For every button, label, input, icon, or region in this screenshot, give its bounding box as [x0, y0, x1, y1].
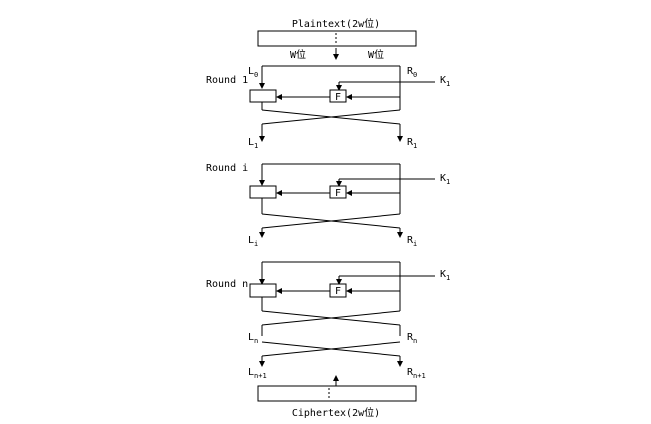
round-n-r-out: Rn [407, 332, 417, 345]
round-1-label: Round 1 [206, 75, 248, 86]
ciphertext-label: Ciphertex(2w位) [292, 406, 380, 419]
round-i-r-out: Ri [407, 235, 417, 248]
round-1-key: K1 [440, 75, 450, 88]
round-n-label: Round n [206, 279, 248, 290]
round-1-xor-box [249, 89, 277, 103]
round-1-cross-b [261, 109, 401, 125]
round-n-key: K1 [440, 269, 450, 282]
plaintext-block [257, 30, 417, 47]
round-i-f-label: F [335, 188, 341, 199]
round-i-xor-box [249, 185, 277, 199]
w-right-label: W位 [368, 48, 384, 61]
plaintext-label: Plaintext(2w位) [292, 17, 380, 30]
ciphertext-block [257, 385, 417, 402]
round-n-f-label: F [335, 286, 341, 297]
round-i-l-out: Li [248, 235, 258, 248]
final-l-label: Ln+1 [248, 367, 267, 380]
round-1-r-out: R1 [407, 137, 417, 150]
round-1-l-in: L0 [248, 66, 258, 79]
round-i-cross-b [261, 213, 401, 229]
round-1-f-label: F [335, 92, 341, 103]
round-1-r-in: R0 [407, 66, 417, 79]
round-n-cross-b [261, 310, 401, 326]
round-1-l-out: L1 [248, 137, 258, 150]
final-cross-b [261, 341, 401, 357]
round-n-l-out: Ln [248, 332, 258, 345]
w-left-label: W位 [290, 48, 306, 61]
round-i-label: Round i [206, 163, 248, 174]
round-i-key: K1 [440, 173, 450, 186]
final-r-label: Rn+1 [407, 367, 426, 380]
round-n-xor-box [249, 283, 277, 298]
